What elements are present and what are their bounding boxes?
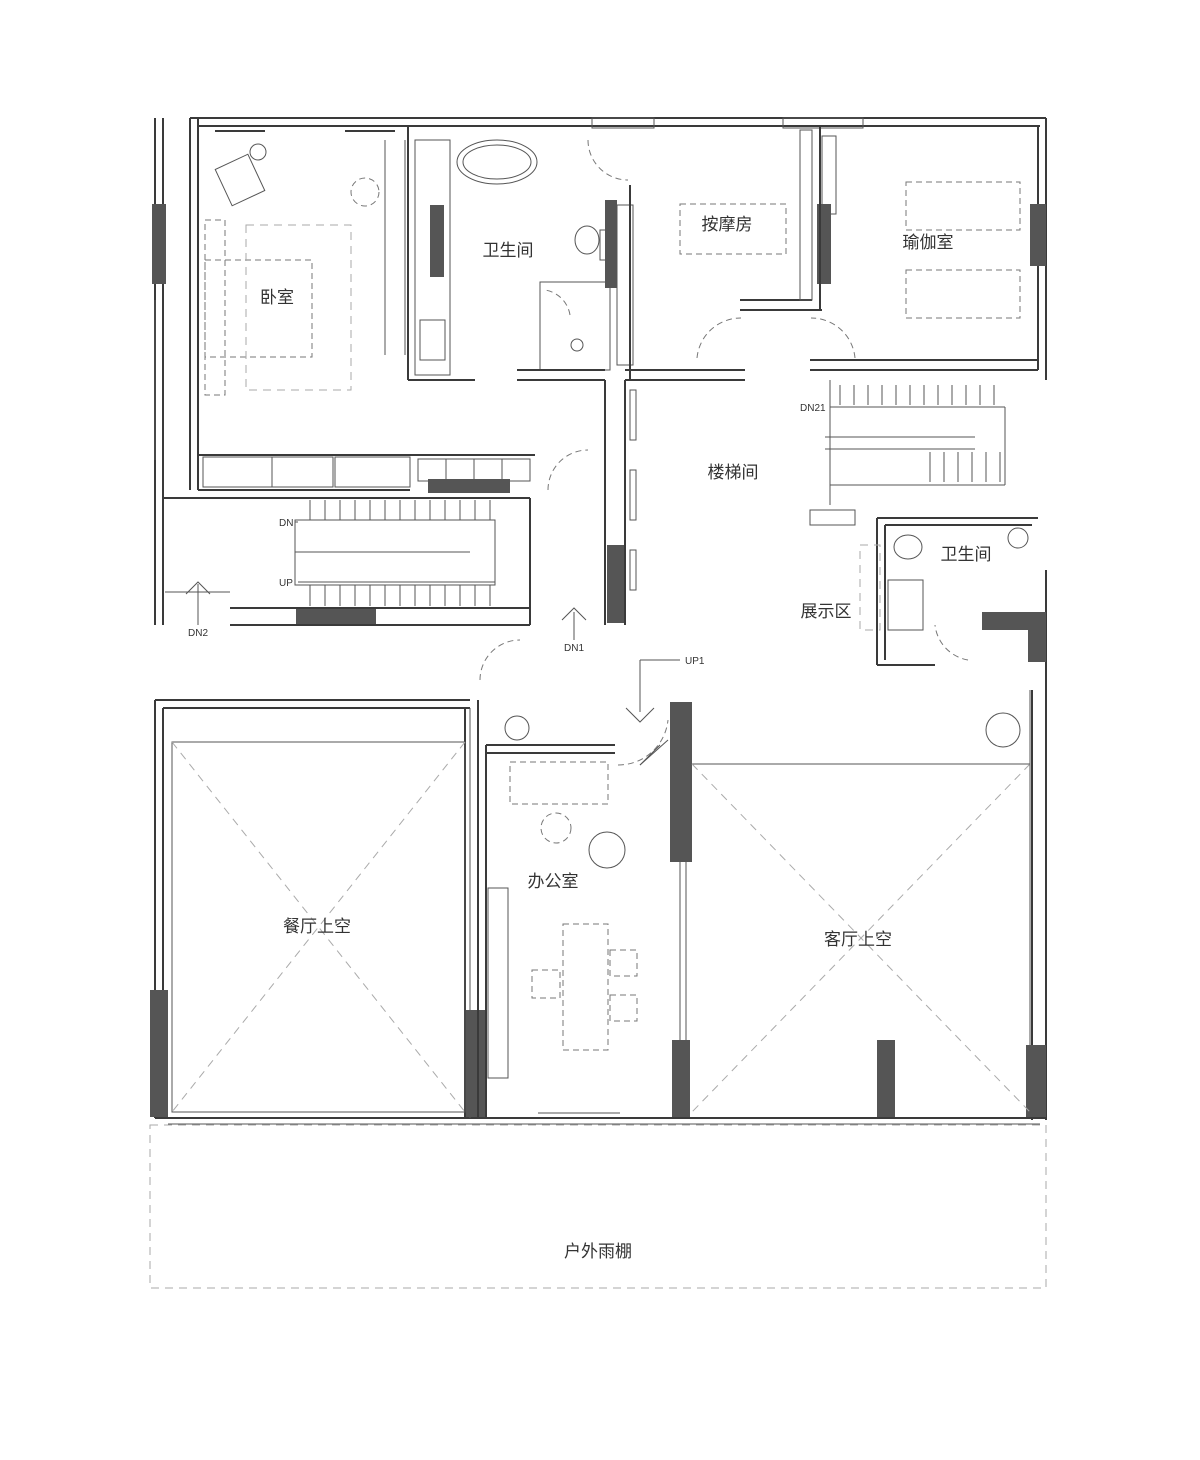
room-label-bathroom-top: 卫生间 bbox=[483, 241, 534, 261]
room-label-office: 办公室 bbox=[528, 872, 579, 892]
stair-arrows bbox=[185, 521, 680, 723]
bathroom-top-area bbox=[407, 126, 634, 381]
living-void bbox=[691, 690, 1031, 1113]
exterior-walls bbox=[154, 117, 1047, 1125]
room-label-dining-void: 餐厅上空 bbox=[283, 917, 351, 937]
marker-up1: UP1 bbox=[685, 656, 705, 667]
room-label-stairwell: 楼梯间 bbox=[708, 463, 759, 483]
room-label-living-void: 客厅上空 bbox=[824, 930, 892, 950]
structural-columns bbox=[150, 200, 1046, 1117]
door-swings bbox=[479, 139, 969, 766]
marker-dn1: DN1 bbox=[564, 643, 584, 654]
yoga-area bbox=[810, 126, 1038, 371]
room-label-massage: 按摩房 bbox=[702, 215, 753, 235]
dining-void bbox=[171, 708, 471, 1118]
room-label-display: 展示区 bbox=[801, 602, 852, 622]
bathroom-right-area bbox=[504, 517, 1038, 748]
room-label-canopy: 户外雨棚 bbox=[564, 1242, 632, 1262]
massage-area bbox=[591, 117, 864, 381]
marker-dn: DN bbox=[279, 518, 293, 529]
room-label-bathroom-right: 卫生间 bbox=[941, 545, 992, 565]
office-area bbox=[477, 700, 687, 1118]
left-stair bbox=[163, 497, 531, 626]
bedroom-area bbox=[154, 130, 535, 491]
canopy-outline bbox=[149, 1124, 1047, 1289]
right-stair-treads bbox=[839, 385, 1001, 482]
left-stair-treads bbox=[309, 500, 491, 606]
stairwell-area bbox=[604, 380, 1006, 625]
marker-up: UP bbox=[279, 578, 293, 589]
marker-dn2: DN2 bbox=[188, 628, 208, 639]
room-label-bedroom: 卧室 bbox=[260, 288, 294, 308]
room-label-yoga: 瑜伽室 bbox=[903, 233, 954, 253]
marker-dn21: DN21 bbox=[800, 403, 826, 414]
